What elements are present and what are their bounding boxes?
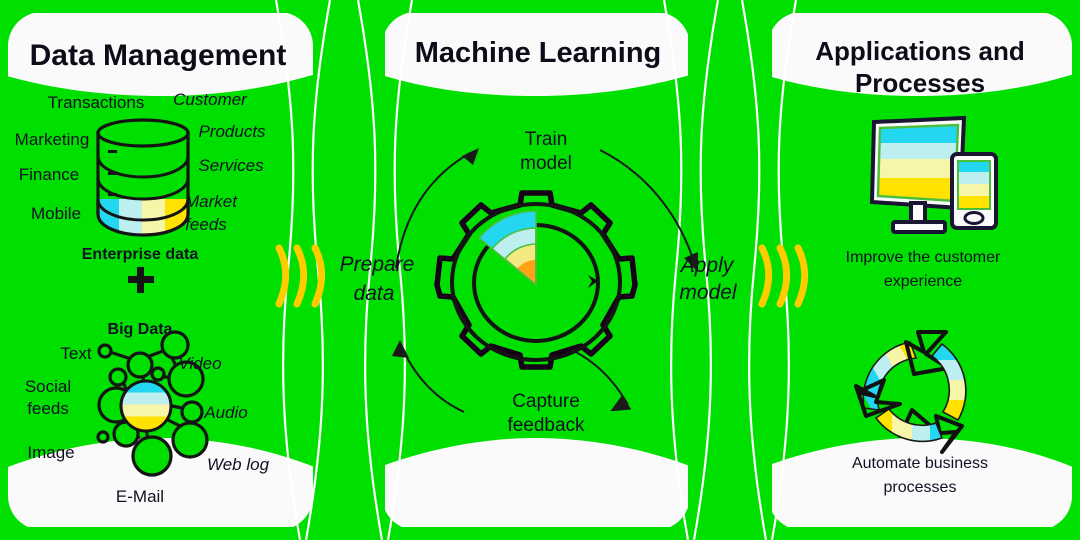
monitor-and-tablet-icon [869,115,998,234]
green-blob-shapes [0,72,1080,470]
triple-chevron-icon-right [758,244,809,308]
triple-chevron-icon-left [275,244,326,308]
gear-with-fan-chart-icon [434,190,638,370]
database-cylinder-icon [96,118,190,237]
plus-sign-icon [128,267,154,293]
node-network-icon [96,330,209,477]
cycle-arrows [392,148,698,413]
